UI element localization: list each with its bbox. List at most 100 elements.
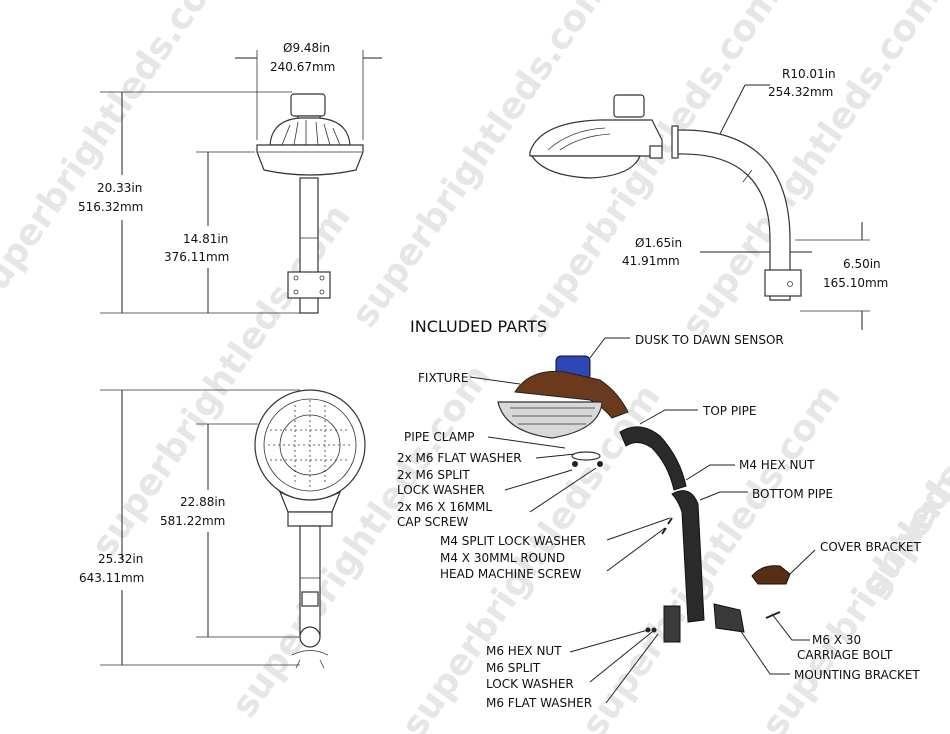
dim-overall-height: 20.33in 516.32mm: [78, 91, 300, 314]
side-view-drawing: [256, 93, 364, 314]
label-carriage-bolt: M6 X 30: [812, 633, 861, 647]
label-split-lock: 2x M6 SPLIT: [397, 468, 470, 482]
bottom-pipe-part: [671, 490, 705, 623]
bolt-hole: [293, 289, 299, 295]
mounting-bracket-part: [713, 603, 745, 633]
label-m4-hex-nut: M4 HEX NUT: [739, 458, 815, 472]
m6-nut-icon: [651, 627, 657, 633]
label-m6-split-cont: LOCK WASHER: [486, 677, 574, 691]
pipe-clamp: [287, 511, 333, 527]
watermark-text: superbrightleds.com: [0, 0, 239, 315]
fixture-ring-mid: [263, 398, 357, 492]
label-cover-bracket: COVER BRACKET: [820, 540, 921, 554]
leader-line: [535, 453, 576, 459]
top-pipe-part: [619, 426, 687, 491]
label-cap-screw: 2x M6 X 16MML: [397, 500, 492, 514]
leader-line: [639, 409, 698, 425]
label-dusk-to-dawn-sensor: DUSK TO DAWN SENSOR: [635, 333, 784, 347]
parts-heading: INCLUDED PARTS: [410, 317, 547, 336]
mount-ring: [299, 626, 321, 648]
leader-line: [605, 633, 659, 704]
dim-front-total: 25.32in 643.11mm: [79, 389, 300, 666]
dim-pipe-diameter: Ø1.65in 41.91mm: [622, 236, 812, 268]
mount-strap: [291, 650, 329, 669]
dim-arm-radius: R10.01in 254.32mm: [719, 67, 836, 135]
leader-line: [685, 464, 735, 481]
pole-outline: [299, 525, 321, 637]
dim-metric: 516.32mm: [78, 200, 143, 214]
dim-label: 14.81in: [183, 232, 228, 246]
washer-icon: [571, 451, 601, 461]
leader-line: [606, 527, 666, 572]
dim-label: Ø9.48in: [283, 41, 330, 55]
label-pipe-clamp: PIPE CLAMP: [404, 430, 475, 444]
label-carriage-bolt-cont: CARRIAGE BOLT: [797, 648, 893, 662]
bolt-hole: [293, 275, 299, 281]
bolt-hole: [319, 289, 325, 295]
m4-hardware-icon: [661, 517, 673, 535]
dim-fixture-diameter: Ø9.48in 240.67mm: [235, 41, 382, 140]
profile-view-drawing: [529, 94, 802, 301]
bowl-outline: [256, 144, 364, 176]
cover-bracket-part: [751, 565, 791, 585]
leader-line: [487, 436, 566, 449]
label-fixture: FIXTURE: [418, 371, 468, 385]
leader-line: [739, 629, 790, 675]
leader-line: [789, 549, 816, 575]
screw-icon: [597, 461, 603, 467]
bowl-part: [497, 401, 603, 439]
dim-label: R10.01in: [782, 67, 836, 81]
label-m4-screw-cont: HEAD MACHINE SCREW: [440, 567, 581, 581]
dim-label: Ø1.65in: [635, 236, 682, 250]
sensor-outline: [613, 94, 645, 118]
label-m4-screw: M4 X 30MML ROUND: [440, 551, 565, 565]
dim-front-pole: 22.88in 581.22mm: [160, 423, 300, 638]
front-view-drawing: [254, 389, 366, 669]
label-m6-split: M6 SPLIT: [486, 661, 541, 675]
leader-line: [771, 613, 810, 641]
bracket-outline: [764, 269, 802, 297]
bowl-lens-lines: [510, 407, 595, 425]
label-flat-washer: 2x M6 FLAT WASHER: [397, 451, 522, 465]
dim-metric: 376.11mm: [164, 250, 229, 264]
label-bottom-pipe: BOTTOM PIPE: [752, 487, 833, 501]
dim-metric: 581.22mm: [160, 514, 225, 528]
bracket-outline: [287, 271, 331, 299]
label-m4-split-lock: M4 SPLIT LOCK WASHER: [440, 534, 586, 548]
pipe-clamp: [649, 145, 663, 159]
leader-line: [504, 469, 573, 491]
label-mounting-bracket: MOUNTING BRACKET: [794, 668, 920, 682]
label-cap-screw-cont: CAP SCREW: [397, 515, 469, 529]
sensor-outline: [290, 93, 326, 117]
label-split-lock-cont: LOCK WASHER: [397, 483, 485, 497]
dim-metric: 643.11mm: [79, 571, 144, 585]
leader-lines: [469, 337, 816, 704]
dim-bracket-height: 6.50in 165.10mm: [795, 222, 888, 330]
bowl-outline: [530, 155, 641, 179]
dim-metric: 254.32mm: [768, 85, 833, 99]
shade-ribs: [547, 127, 611, 151]
mount-flange: [671, 125, 679, 159]
dim-metric: 240.67mm: [270, 60, 335, 74]
leader-line: [469, 376, 521, 385]
leader-line: [569, 629, 649, 653]
neck-outline: [278, 490, 342, 513]
bracket-part: [663, 605, 681, 643]
curved-arm: [677, 129, 791, 301]
leader-line: [699, 491, 748, 501]
dim-label: 6.50in: [843, 257, 881, 271]
arm-joint: [742, 169, 753, 183]
shade-outline: [529, 119, 663, 157]
leader-line: [719, 84, 746, 135]
bracket-outline: [301, 591, 319, 607]
dim-label: 20.33in: [97, 181, 142, 195]
lens-grid: [268, 400, 352, 490]
label-m6-hex-nut: M6 HEX NUT: [486, 644, 562, 658]
dim-metric: 165.10mm: [823, 276, 888, 290]
shade-ribs: [281, 120, 341, 146]
dim-label: 25.32in: [98, 552, 143, 566]
leader-line: [529, 467, 597, 513]
